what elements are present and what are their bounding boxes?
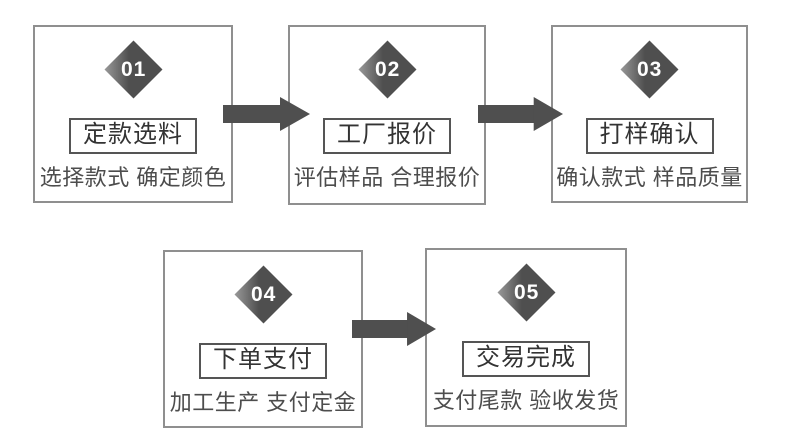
- step-title: 工厂报价: [337, 121, 437, 148]
- step-title: 定款选料: [83, 121, 183, 148]
- step-subtitle: 支付尾款 验收发货: [432, 388, 620, 413]
- step-box-2: 02 工厂报价 评估样品 合理报价: [288, 25, 486, 205]
- arrow-right-icon: [478, 97, 563, 131]
- step-number: 05: [513, 280, 539, 304]
- diamond-icon: 05: [497, 263, 555, 321]
- diamond-icon: 03: [620, 40, 679, 98]
- diamond-icon: 04: [234, 265, 292, 323]
- diamond-badge: 03: [620, 40, 679, 98]
- arrow-right-icon: [352, 312, 436, 346]
- step-title: 交易完成: [476, 344, 576, 371]
- step-box-4: 04 下单支付 加工生产 支付定金: [163, 250, 363, 428]
- step-title: 下单支付: [213, 346, 313, 373]
- step-box-1: 01 定款选料 选择款式 确定颜色: [33, 25, 233, 203]
- step-subtitle: 加工生产 支付定金: [169, 390, 357, 415]
- step-title-box: 交易完成: [462, 341, 590, 377]
- step-number: 02: [374, 57, 400, 81]
- step-number: 01: [120, 57, 146, 81]
- step-subtitle: 选择款式 确定颜色: [39, 165, 227, 190]
- diamond-badge: 05: [497, 263, 555, 321]
- step-title-box: 下单支付: [199, 343, 327, 379]
- step-subtitle: 确认款式 样品质量: [556, 165, 743, 190]
- step-title-box: 打样确认: [585, 118, 714, 154]
- step-number: 04: [250, 282, 276, 306]
- step-title-box: 工厂报价: [323, 118, 451, 154]
- diamond-icon: 01: [104, 40, 162, 98]
- step-title: 打样确认: [599, 121, 700, 148]
- step-box-5: 05 交易完成 支付尾款 验收发货: [425, 248, 627, 427]
- step-box-3: 03 打样确认 确认款式 样品质量: [551, 25, 748, 203]
- step-number: 03: [636, 57, 663, 81]
- step-title-box: 定款选料: [69, 118, 197, 154]
- diamond-icon: 02: [358, 40, 416, 98]
- diamond-badge: 02: [358, 40, 416, 98]
- step-subtitle: 评估样品 合理报价: [293, 165, 481, 190]
- diamond-badge: 01: [104, 40, 162, 98]
- arrow-right-icon: [223, 97, 310, 131]
- diamond-badge: 04: [234, 265, 292, 323]
